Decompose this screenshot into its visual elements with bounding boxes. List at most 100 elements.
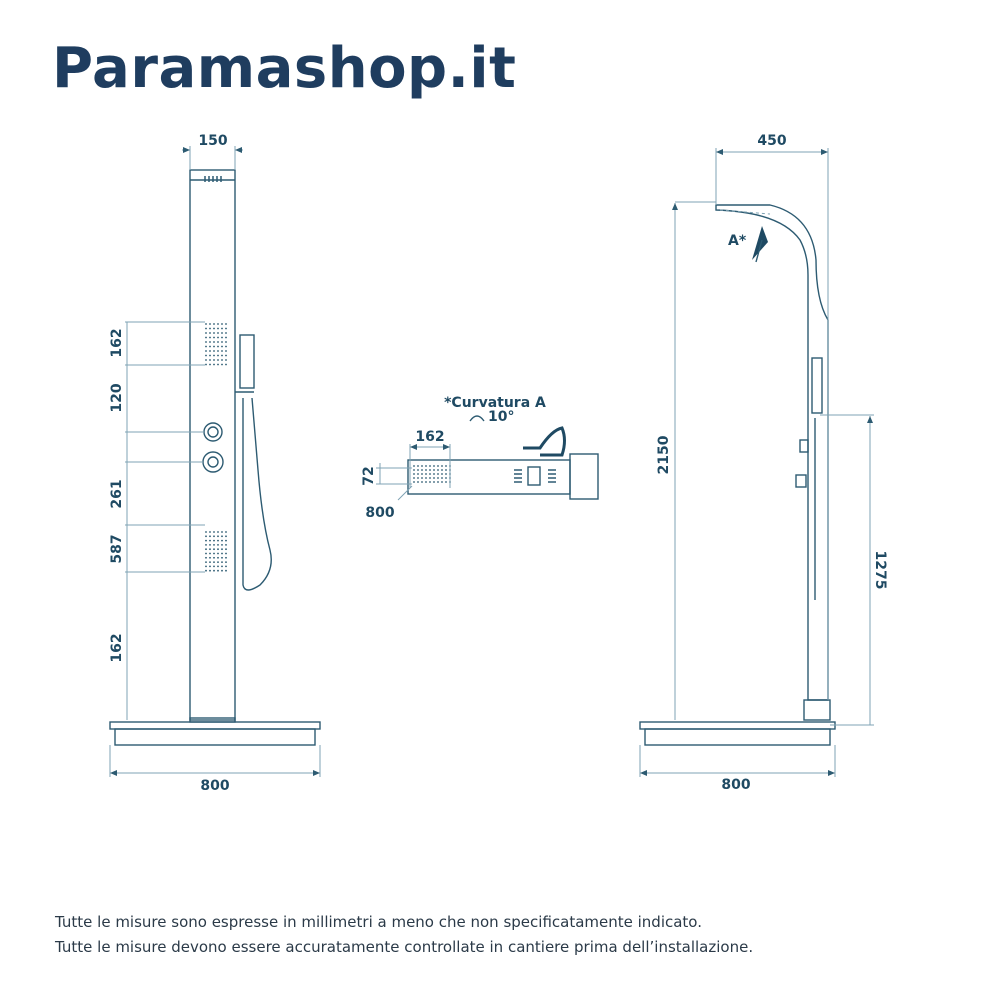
valve-knob-upper [203, 422, 223, 442]
jet-dot [209, 332, 211, 334]
curvature-label: *Curvatura A [444, 395, 546, 411]
top-nozzles [204, 176, 222, 182]
disclaimer-line-2: Tutte le misure devono essere accuratame… [55, 938, 754, 956]
jet-dot [221, 539, 223, 542]
jet-dot [445, 469, 447, 471]
jet-dot [213, 341, 215, 343]
top-view: *Curvatura A 10° 162 72 800 [361, 395, 599, 521]
curve-arrow-icon [752, 226, 768, 260]
disclaimer: Tutte le misure sono espresse in millime… [55, 910, 753, 960]
shower-column [189, 169, 236, 721]
jet-dot [213, 327, 215, 330]
jet-dot [225, 548, 227, 551]
curve-marker: A* [728, 233, 747, 249]
jet-dot [433, 481, 435, 483]
jet-dot [209, 565, 211, 568]
jet-dot [225, 350, 227, 352]
jet-dot [437, 481, 439, 483]
hose [242, 397, 272, 591]
jet-dot [221, 561, 223, 563]
jet-dot [209, 354, 211, 357]
jet-dot [445, 473, 447, 475]
jet-dot [221, 363, 223, 366]
jet-dot [209, 363, 211, 366]
jet-dot [425, 465, 427, 467]
angle-icon [469, 415, 485, 422]
jet-dot [217, 323, 219, 325]
jet-dot [209, 341, 211, 343]
jet-dot [209, 552, 211, 555]
dim-height-3: 261 [109, 479, 125, 508]
jet-dot [225, 552, 227, 555]
jet-dot [441, 469, 443, 471]
jet-dot [417, 481, 419, 483]
jet-dot [221, 350, 223, 352]
side-handshower [811, 357, 823, 414]
jet-dot [205, 565, 207, 568]
jet-dot [205, 552, 207, 555]
jet-dot [225, 327, 227, 330]
jet-dot [413, 469, 415, 471]
jet-dot [217, 565, 219, 568]
dim-head-reach: 450 [757, 133, 786, 149]
jet-dot [209, 569, 211, 572]
jet-dot [221, 565, 223, 568]
handshower-top [523, 426, 566, 457]
jet-dot [417, 477, 419, 479]
jet-dot [205, 350, 207, 352]
jet-dot [225, 341, 227, 343]
jet-dot [221, 341, 223, 343]
jet-dot [209, 556, 211, 559]
shower-head-arm [715, 204, 829, 701]
jet-dot [217, 552, 219, 555]
jet-dot [421, 473, 423, 475]
jet-dot [217, 336, 219, 339]
jet-dot [209, 359, 211, 361]
jet-dot [441, 481, 443, 483]
wall-box [569, 453, 599, 500]
jet-dot [209, 548, 211, 551]
jet-dot [429, 477, 431, 479]
jet-dot [413, 481, 415, 483]
jet-dot [221, 531, 223, 533]
jet-dot [213, 565, 215, 568]
base-tray [109, 721, 321, 730]
jet-dot [421, 465, 423, 467]
jet-dot [445, 465, 447, 467]
dim-panel-depth: 72 [361, 466, 377, 485]
jet-dot [209, 531, 211, 533]
jet-dot [225, 556, 227, 559]
jet-dot [205, 556, 207, 559]
jet-dot [225, 336, 227, 339]
jet-dot [413, 477, 415, 479]
jet-dot [213, 569, 215, 572]
dim-height-5: 162 [109, 633, 125, 662]
jet-dot [217, 350, 219, 352]
jet-dot [225, 535, 227, 538]
jet-dot [441, 477, 443, 479]
jet-dot [225, 565, 227, 568]
jet-dot [209, 336, 211, 339]
jet-dot [221, 354, 223, 357]
jet-dot [209, 561, 211, 563]
jet-dot [209, 544, 211, 546]
jet-dot [209, 323, 211, 325]
control-symbols [514, 469, 556, 483]
valve-knob-lower [202, 451, 224, 473]
jet-dot [205, 569, 207, 572]
jet-dot [205, 561, 207, 563]
jet-dot [213, 332, 215, 334]
jet-dot [221, 552, 223, 555]
jet-dot [217, 539, 219, 542]
side-base-tray [639, 721, 836, 730]
jet-dot [225, 561, 227, 563]
jet-dot [205, 341, 207, 343]
dim-total-height: 2150 [656, 435, 672, 474]
jet-dot [417, 473, 419, 475]
dim-handshower-height: 1275 [872, 551, 888, 590]
body-jet-panel-lower [205, 531, 227, 572]
jet-dot [213, 531, 215, 533]
jet-dot [213, 359, 215, 361]
jet-dot [425, 473, 427, 475]
jet-dot [221, 345, 223, 348]
